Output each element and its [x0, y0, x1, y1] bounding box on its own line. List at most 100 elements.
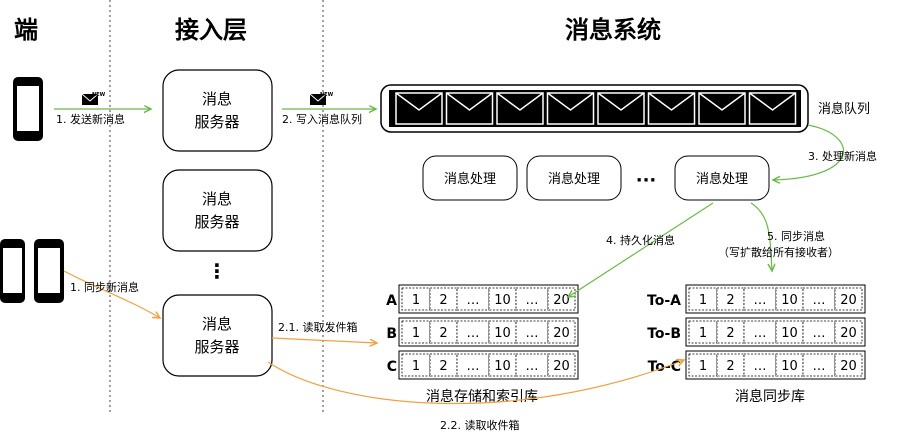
storage-cell: 10: [494, 293, 511, 308]
message-processor: 消息处理: [674, 155, 770, 201]
message-server: 消息 服务器: [162, 69, 273, 152]
label-read-outbox: 2.1. 读取发件箱: [278, 320, 358, 334]
sync_store-cell: 2: [726, 293, 734, 308]
sync_store-cell: 20: [840, 293, 857, 308]
arrow-sync: [750, 202, 772, 271]
envelope-icon: NEW: [81, 92, 106, 105]
sync_store-cell: 1: [699, 293, 707, 308]
storage-cell: 10: [494, 359, 511, 374]
label-read-inbox: 2.2. 读取收件箱: [440, 418, 520, 432]
queue-message-icon: [496, 92, 544, 125]
label-sync: 5. 同步消息: [767, 229, 825, 243]
phone-icon: [13, 77, 43, 141]
storage-row-label: C: [387, 359, 397, 375]
storage-cell: 20: [553, 293, 570, 308]
storage-cell: …: [526, 359, 539, 374]
sync_store-cell: 10: [781, 293, 798, 308]
sync_store-cell: …: [813, 359, 826, 374]
storage-cell: 1: [412, 326, 420, 341]
column-title-system: 消息系统: [565, 16, 661, 44]
queue-label: 消息队列: [818, 101, 870, 117]
sync_store-cell: 10: [781, 326, 798, 341]
sync_store-cell: 1: [699, 359, 707, 374]
processor-label: 消息处理: [444, 171, 496, 187]
message-processor: 消息处理: [526, 155, 622, 201]
sync_store-row-label: To-B: [647, 326, 681, 342]
queue-message-icon: [748, 92, 797, 125]
storage-cell: 2: [439, 293, 447, 308]
label-persist: 4. 持久化消息: [606, 233, 675, 247]
server-label: 服务器: [194, 338, 239, 356]
sync_store-row: To-A 1 2 … 10 … 20: [647, 284, 866, 314]
message-server: 消息 服务器: [162, 169, 273, 252]
storage-cell: …: [467, 359, 480, 374]
message-server: 消息 服务器: [162, 294, 273, 377]
sync_store-cell: 1: [699, 326, 707, 341]
column-title-access: 接入层: [175, 16, 247, 44]
new-badge: NEW: [92, 92, 106, 98]
sync_store-cell: …: [754, 326, 767, 341]
arrow-process: [773, 124, 845, 180]
sync_store-cell: 2: [726, 359, 734, 374]
arrow-read-inbox: [267, 360, 684, 405]
vertical-ellipsis: ⋮: [207, 259, 227, 283]
sync_store-cell: 20: [840, 326, 857, 341]
new-badge: NEW: [320, 92, 334, 98]
storage-cell: 20: [553, 359, 570, 374]
phone-icon: [0, 239, 25, 303]
column-title-client: 端: [14, 16, 38, 44]
storage-cell: …: [467, 293, 480, 308]
sync_store-title: 消息同步库: [735, 388, 805, 405]
sync_store-cell: …: [813, 293, 826, 308]
message-queue: [380, 84, 809, 133]
queue-message-icon: [597, 92, 645, 125]
processor-ellipsis: ···: [636, 170, 657, 191]
storage-cell: 10: [494, 326, 511, 341]
label-send: 1. 发送新消息: [56, 112, 125, 126]
storage-row-label: B: [386, 326, 397, 342]
phone-icon: [34, 239, 64, 303]
storage-cell: 1: [412, 293, 420, 308]
storage-row-label: A: [386, 293, 397, 309]
envelope-icon: NEW: [309, 92, 334, 105]
processor-label: 消息处理: [696, 171, 748, 187]
sync_store-cell: 2: [726, 326, 734, 341]
arrow-sync-new: [63, 270, 160, 318]
label-sync-new: 1. 同步新消息: [70, 280, 139, 294]
storage-cell: …: [467, 326, 480, 341]
server-label: 服务器: [194, 213, 239, 231]
sync_store-cell: …: [754, 293, 767, 308]
label-process: 3. 处理新消息: [808, 149, 877, 163]
storage-cell: 2: [439, 359, 447, 374]
server-label: 消息: [202, 315, 232, 333]
sync_store-row-label: To-A: [647, 293, 681, 309]
server-label: 服务器: [194, 113, 239, 131]
queue-message-icon: [445, 92, 494, 125]
sync_store-cell: …: [813, 326, 826, 341]
sync_store-cell: …: [754, 359, 767, 374]
sync_store-row: To-B 1 2 … 10 … 20: [647, 317, 866, 347]
storage-cell: 20: [553, 326, 570, 341]
sync_store-cell: 10: [781, 359, 798, 374]
sync_store-cell: 20: [840, 359, 857, 374]
message-processor: 消息处理: [422, 155, 518, 201]
queue-message-icon: [395, 92, 443, 125]
label-sync-note: （写扩散给所有接收者）: [718, 245, 839, 259]
storage-cell: 1: [412, 359, 420, 374]
queue-message-icon: [546, 92, 595, 125]
arrow-persist: [568, 202, 714, 297]
server-label: 消息: [202, 90, 232, 108]
server-label: 消息: [202, 190, 232, 208]
storage-cell: 2: [439, 326, 447, 341]
processor-label: 消息处理: [548, 171, 600, 187]
storage-cell: …: [526, 293, 539, 308]
storage-cell: …: [526, 326, 539, 341]
arrow-read-outbox: [271, 337, 377, 343]
label-write: 2. 写入消息队列: [282, 112, 362, 126]
queue-message-icon: [647, 92, 696, 125]
